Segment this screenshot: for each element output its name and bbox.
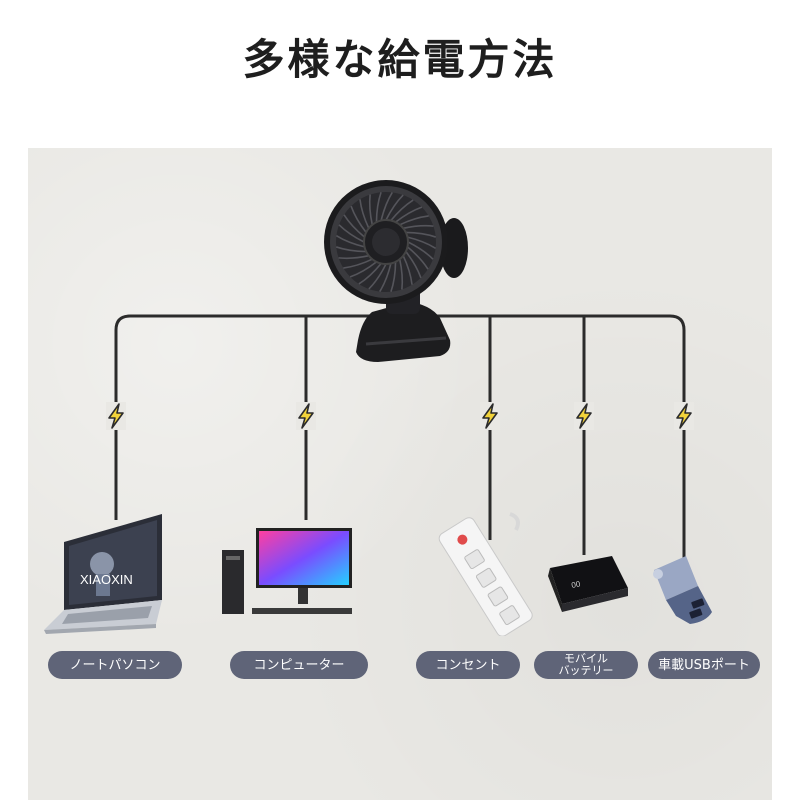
fan-grille-spoke <box>390 199 414 222</box>
fan-grille-spoke <box>385 194 404 221</box>
label-computer: コンピューター <box>230 651 368 679</box>
car-charger-image <box>653 556 712 624</box>
label-car-usb: 車載USBポート <box>648 651 760 679</box>
fan-grille-spoke <box>368 263 387 290</box>
lightning-bolt-icon <box>296 402 316 430</box>
fan-grille-spoke <box>379 263 392 293</box>
fan-grille-spoke <box>402 255 413 285</box>
lightning-bolt-icon <box>574 402 594 430</box>
fan-grille-spoke <box>405 251 422 279</box>
lightning-bolt-icon <box>106 402 126 430</box>
fan-grille-spoke <box>390 261 397 293</box>
lightning-bolt-icon <box>480 402 500 430</box>
power-bank-image: 00 <box>548 556 628 612</box>
fan-grille-spoke <box>405 231 437 238</box>
fan-grille-spoke <box>395 206 423 223</box>
fan-grille-spoke <box>343 214 366 238</box>
fan-grille-spoke <box>343 258 373 269</box>
fan-grille-spoke <box>335 246 367 253</box>
power-strip-image <box>438 512 533 636</box>
fan-grille-spoke <box>403 224 434 230</box>
fan-grille-spoke <box>358 262 382 285</box>
fan-grille-spoke <box>399 215 429 226</box>
fan-grille-spoke <box>380 191 393 221</box>
fan-grille-spoke <box>350 205 367 233</box>
fan-grille-spoke <box>338 224 365 243</box>
fan-grille-spoke <box>407 236 437 249</box>
laptop-screen-text: XIAOXIN <box>80 572 133 587</box>
fan-grille-spoke <box>359 199 370 229</box>
svg-text:00: 00 <box>571 579 582 590</box>
label-battery: モバイル バッテリー <box>534 651 638 679</box>
label-laptop: ノートパソコン <box>48 651 182 679</box>
fan-grille-spoke <box>349 261 377 278</box>
fan-grille-spoke <box>338 254 369 260</box>
fan-grille-spoke <box>335 235 365 248</box>
laptop-image: XIAOXIN <box>44 514 162 634</box>
page-title: 多様な給電方法 <box>242 35 558 84</box>
fan-grille-spoke <box>375 191 382 223</box>
fan-grille-spoke <box>398 259 404 290</box>
label-outlet: コンセント <box>416 651 520 679</box>
desktop-computer-image <box>222 528 352 614</box>
fan-grille-spoke <box>368 194 374 225</box>
clip-fan <box>324 180 468 362</box>
fan-grille-spoke <box>406 246 429 270</box>
lightning-bolt-icon <box>674 402 694 430</box>
fan-grille-spoke <box>407 241 434 260</box>
